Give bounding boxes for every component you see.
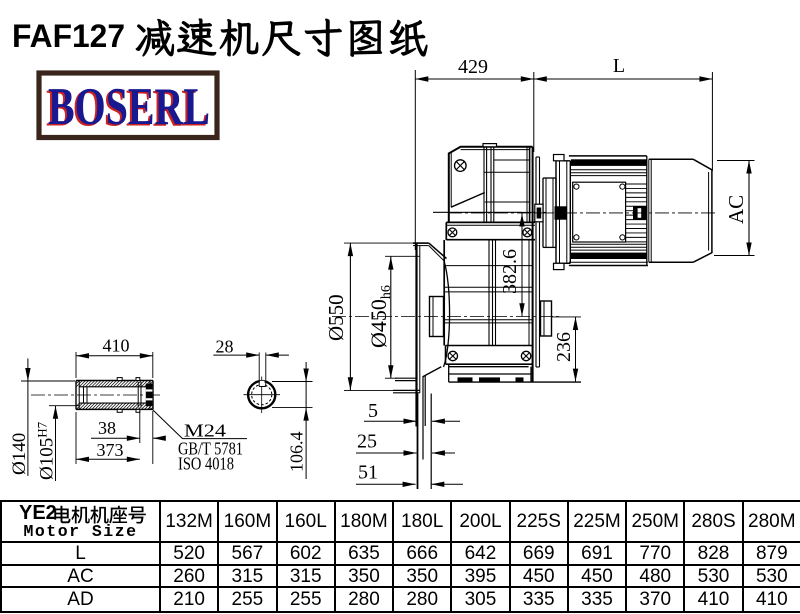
svg-text:M24: M24 [184,421,226,441]
svg-text:236: 236 [553,332,575,362]
svg-text:28: 28 [216,337,234,357]
svg-text:BOSERL: BOSERL [48,78,210,136]
svg-text:AC: AC [724,195,748,224]
svg-text:429: 429 [458,56,488,78]
svg-text:BOSERL: BOSERL [46,80,208,138]
svg-text:Ø105H7: Ø105H7 [35,421,58,480]
svg-text:25: 25 [357,431,377,453]
svg-text:410: 410 [103,335,130,355]
svg-text:ISO 4018: ISO 4018 [178,454,234,474]
svg-text:L: L [613,55,625,77]
svg-text:Ø550: Ø550 [324,294,348,341]
svg-text:GB/T 5781: GB/T 5781 [178,439,243,459]
svg-text:38: 38 [98,418,116,438]
svg-text:106.4: 106.4 [287,432,307,473]
svg-text:373: 373 [97,440,124,460]
svg-text:51: 51 [358,462,378,484]
svg-text:382.6: 382.6 [499,249,521,294]
svg-text:5: 5 [368,400,378,422]
svg-text:Ø140: Ø140 [9,433,30,475]
svg-text:FAF127: FAF127 [12,18,125,54]
